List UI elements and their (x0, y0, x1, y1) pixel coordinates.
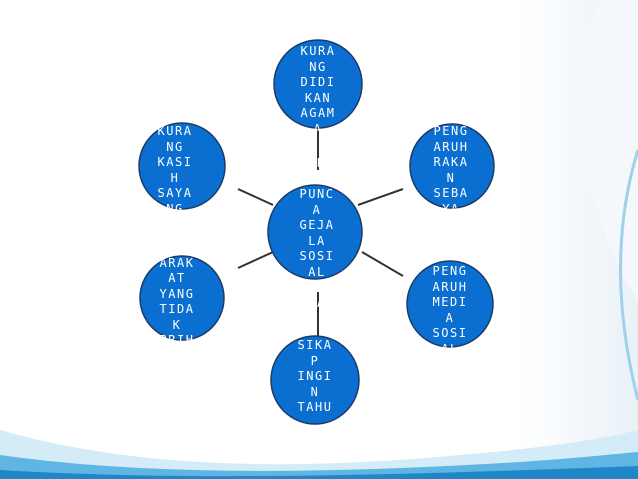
node-top (273, 39, 363, 129)
node-top-right (409, 123, 495, 209)
connectors (237, 120, 404, 338)
connector-bottom-right (361, 251, 404, 277)
bottom-wave-dark (0, 466, 638, 479)
node-bottom-right (406, 260, 494, 348)
connector-bottom-left (237, 251, 274, 269)
decor-curve-cyan (619, 149, 638, 401)
node-bottom (270, 335, 360, 425)
node-label-top-right: PENG aRUH RaKa N SEBa Ya (433, 124, 469, 216)
node-label-bottom-left: MaSY aRaK aT YaNG TIDa K PRIH aTIN (159, 240, 195, 363)
node-center (267, 184, 363, 280)
node-label-top-left: KURa NG KaSI H SaYa NG (157, 124, 193, 216)
connector-top-right (357, 188, 404, 206)
connector-top-left (237, 188, 274, 206)
center-label: PUNC a- PUNC a GEJa La SOSI aL (REM aJa) (299, 156, 335, 310)
node-bottom-left (139, 255, 225, 341)
decor-curve-light (583, 0, 638, 300)
node-label-bottom-right: PENG aRUH MEDI a SOSI aL (432, 264, 468, 356)
node-label-top: KURa NG DIDI KaN aGaM a (300, 44, 336, 136)
node-label-bottom: SIKa P INGI N TaHU (297, 338, 333, 414)
node-top-left (138, 122, 226, 210)
